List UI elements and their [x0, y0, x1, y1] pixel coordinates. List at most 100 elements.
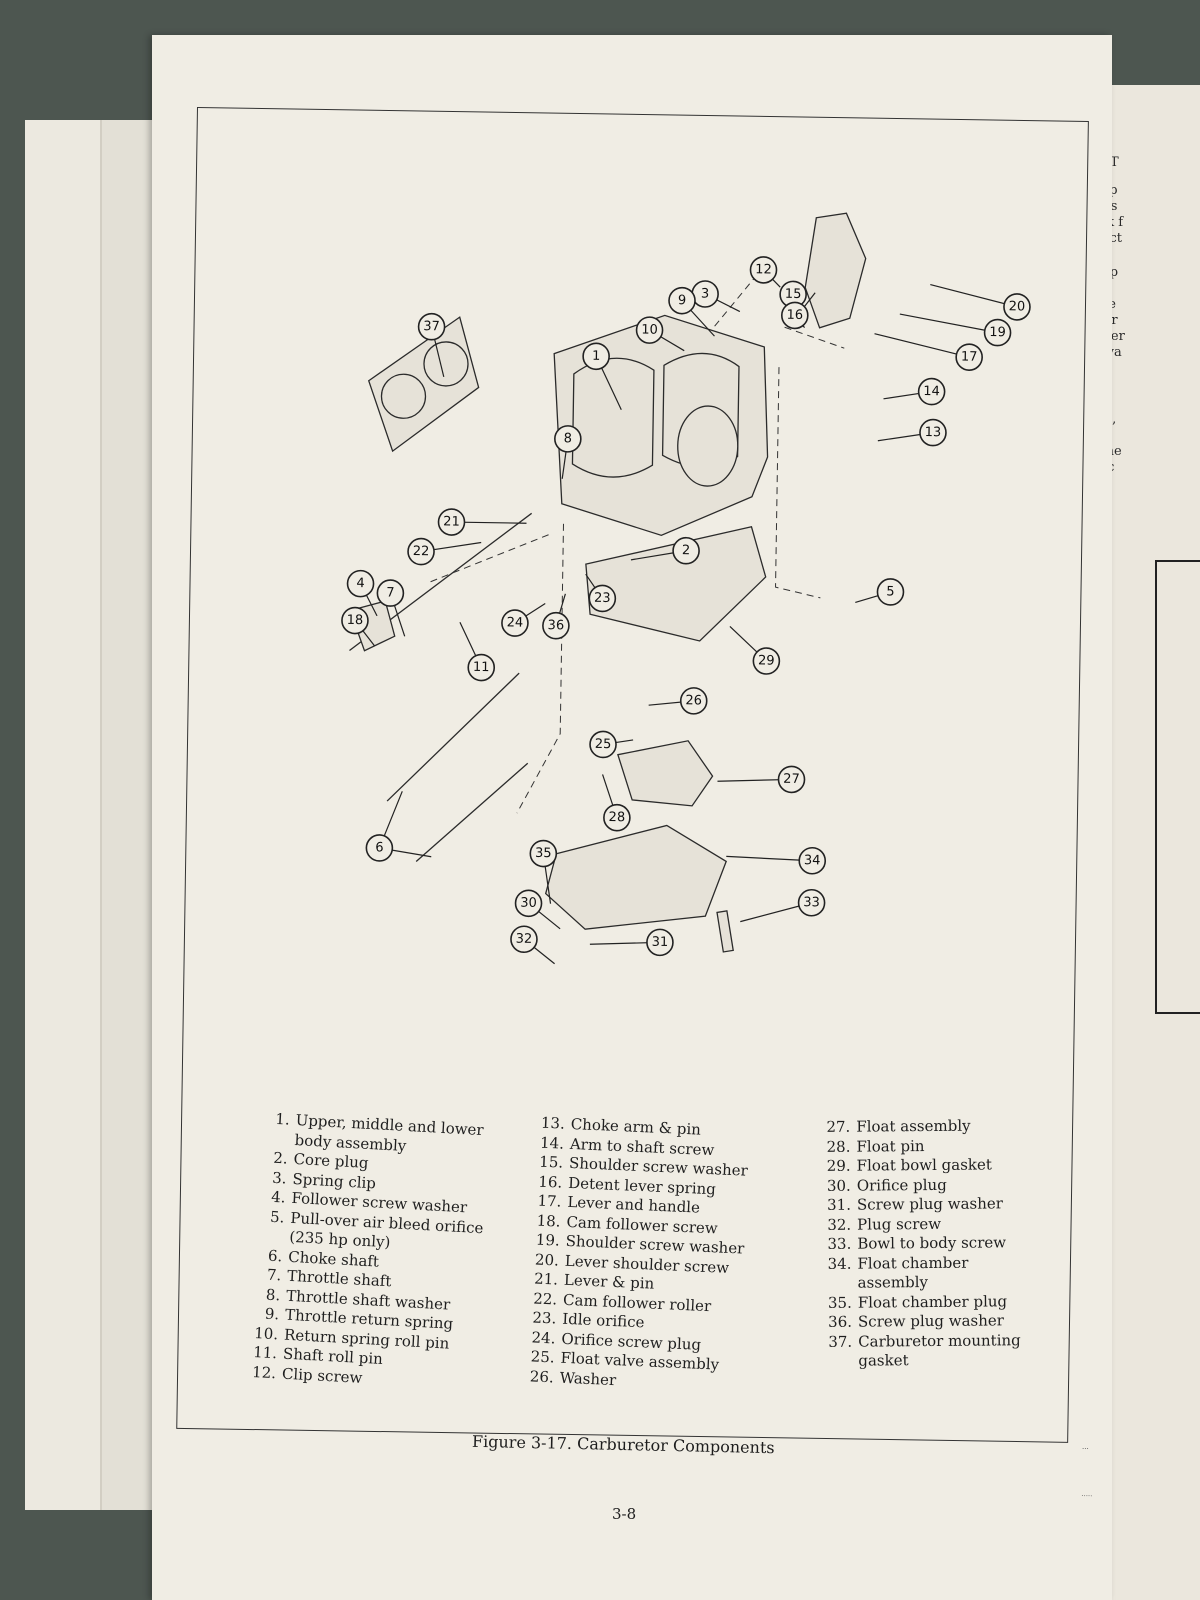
- legend-item: 29. Float bowl gasket: [823, 1155, 1020, 1176]
- legend-item: 37. Carburetor mounting gasket: [824, 1331, 1021, 1372]
- legend-item-number: 22.: [532, 1288, 558, 1309]
- callout-number: 14: [923, 384, 940, 399]
- legend-item-number: 25.: [530, 1347, 555, 1367]
- callout-32: 32: [510, 925, 538, 954]
- callout-number: 24: [507, 615, 524, 630]
- legend-item-number: 26.: [529, 1366, 555, 1386]
- callout-number: 9: [678, 293, 687, 308]
- callout-number: 2: [682, 543, 691, 558]
- callout-37: 37: [417, 312, 446, 341]
- callout-3: 3: [691, 280, 719, 308]
- callout-33: 33: [797, 888, 826, 917]
- callout-21: 21: [437, 508, 466, 536]
- callout-number: 3: [701, 286, 710, 301]
- legend-item-number: 7.: [266, 1265, 282, 1285]
- legend-item-number: 23.: [532, 1308, 557, 1328]
- choke-shaft-drawing: [386, 672, 529, 863]
- legend-item-number: 9.: [264, 1304, 280, 1324]
- legend-item: 30. Orifice plug: [823, 1175, 1020, 1196]
- legend-item-number: 8.: [265, 1285, 281, 1304]
- callout-31: 31: [646, 928, 674, 957]
- legend-item-text: Plug screw: [857, 1214, 942, 1234]
- callout-number: 36: [548, 618, 565, 633]
- exploded-carburetor-diagram: 1234567891011121314151617181920212223242…: [341, 212, 1031, 965]
- legend-item-number: 29.: [826, 1156, 851, 1175]
- callout-number: 16: [786, 308, 803, 323]
- callout-29: 29: [752, 647, 781, 675]
- callout-5: 5: [876, 578, 905, 606]
- callout-26: 26: [679, 687, 708, 715]
- legend-item-text: Float chamber assembly: [857, 1253, 969, 1292]
- legend-item-number: 37.: [828, 1332, 853, 1351]
- callout-35: 35: [529, 839, 558, 868]
- callout-number: 17: [961, 350, 978, 365]
- callout-17: 17: [955, 343, 983, 371]
- legend-item: 31.Screw plug washer: [823, 1194, 1020, 1215]
- legend-item-number: 30.: [826, 1176, 851, 1195]
- callout-number: 28: [608, 810, 625, 825]
- legend-item-number: 19.: [535, 1230, 561, 1250]
- callout-number: 22: [413, 544, 430, 559]
- callout-number: 31: [652, 935, 669, 950]
- legend-item-number: 6.: [267, 1246, 283, 1265]
- callout-13: 13: [919, 418, 947, 447]
- legend-item-number: 34.: [827, 1254, 852, 1273]
- legend-item-text: Clip screw: [281, 1364, 363, 1387]
- callout-number: 27: [783, 772, 800, 787]
- legend-item-number: 11.: [252, 1343, 278, 1363]
- callout-24: 24: [501, 609, 529, 637]
- legend-item-number: 14.: [539, 1133, 565, 1153]
- legend-item-number: 32.: [827, 1215, 852, 1234]
- legend-item-number: 36.: [828, 1312, 853, 1331]
- callout-number: 1: [592, 349, 601, 364]
- callout-2: 2: [672, 536, 700, 565]
- legend-item: 36.Screw plug washer: [824, 1311, 1021, 1332]
- callout-9: 9: [668, 286, 696, 315]
- callout-28: 28: [603, 803, 631, 832]
- legend-item-text: Orifice plug: [856, 1175, 947, 1195]
- legend-item-number: 27.: [826, 1117, 851, 1136]
- callout-number: 26: [685, 693, 702, 708]
- callout-number: 23: [594, 591, 611, 606]
- callout-18: 18: [341, 606, 369, 635]
- callout-number: 12: [755, 262, 772, 277]
- callout-number: 7: [386, 586, 395, 601]
- callout-number: 29: [758, 653, 775, 668]
- callout-number: 6: [375, 840, 384, 855]
- legend-item-number: 33.: [827, 1234, 852, 1253]
- legend-item-number: 15.: [538, 1152, 564, 1172]
- legend-item-text: Float assembly: [856, 1116, 971, 1136]
- callout-number: 37: [423, 319, 440, 334]
- legend-item-number: 20.: [534, 1250, 560, 1270]
- callout-number: 34: [804, 853, 821, 868]
- callout-number: 13: [925, 425, 942, 440]
- callout-number: 20: [1009, 299, 1026, 314]
- callout-number: 32: [516, 932, 533, 947]
- callout-36: 36: [542, 611, 570, 640]
- legend-item-text: Carburetor mounting gasket: [858, 1330, 1021, 1370]
- legend-item-text: Float bowl gasket: [856, 1155, 992, 1175]
- legend-item: 27. Float assembly: [822, 1116, 1019, 1137]
- carburetor-body-drawing: [553, 314, 769, 537]
- callout-number: 8: [564, 431, 573, 446]
- legend-item-number: 16.: [538, 1172, 563, 1192]
- right-page-boxed-note: [1155, 560, 1200, 1014]
- legend-item-number: 1.: [274, 1109, 291, 1129]
- mounting-gasket-drawing: [367, 316, 480, 453]
- callout-34: 34: [798, 846, 827, 875]
- legend-item-text: Bowl to body screw: [857, 1233, 1007, 1253]
- legend-item-text: Screw plug washer: [857, 1311, 1005, 1331]
- legend-item: 32. Plug screw: [823, 1214, 1020, 1235]
- callout-25: 25: [589, 730, 617, 759]
- legend-item-number: 28.: [826, 1137, 851, 1156]
- callout-number: 19: [989, 325, 1006, 340]
- callout-number: 21: [443, 514, 460, 529]
- legend-item-number: 18.: [536, 1211, 561, 1231]
- page-number: 3-8: [612, 1505, 637, 1523]
- legend-item: 33. Bowl to body screw: [823, 1233, 1020, 1254]
